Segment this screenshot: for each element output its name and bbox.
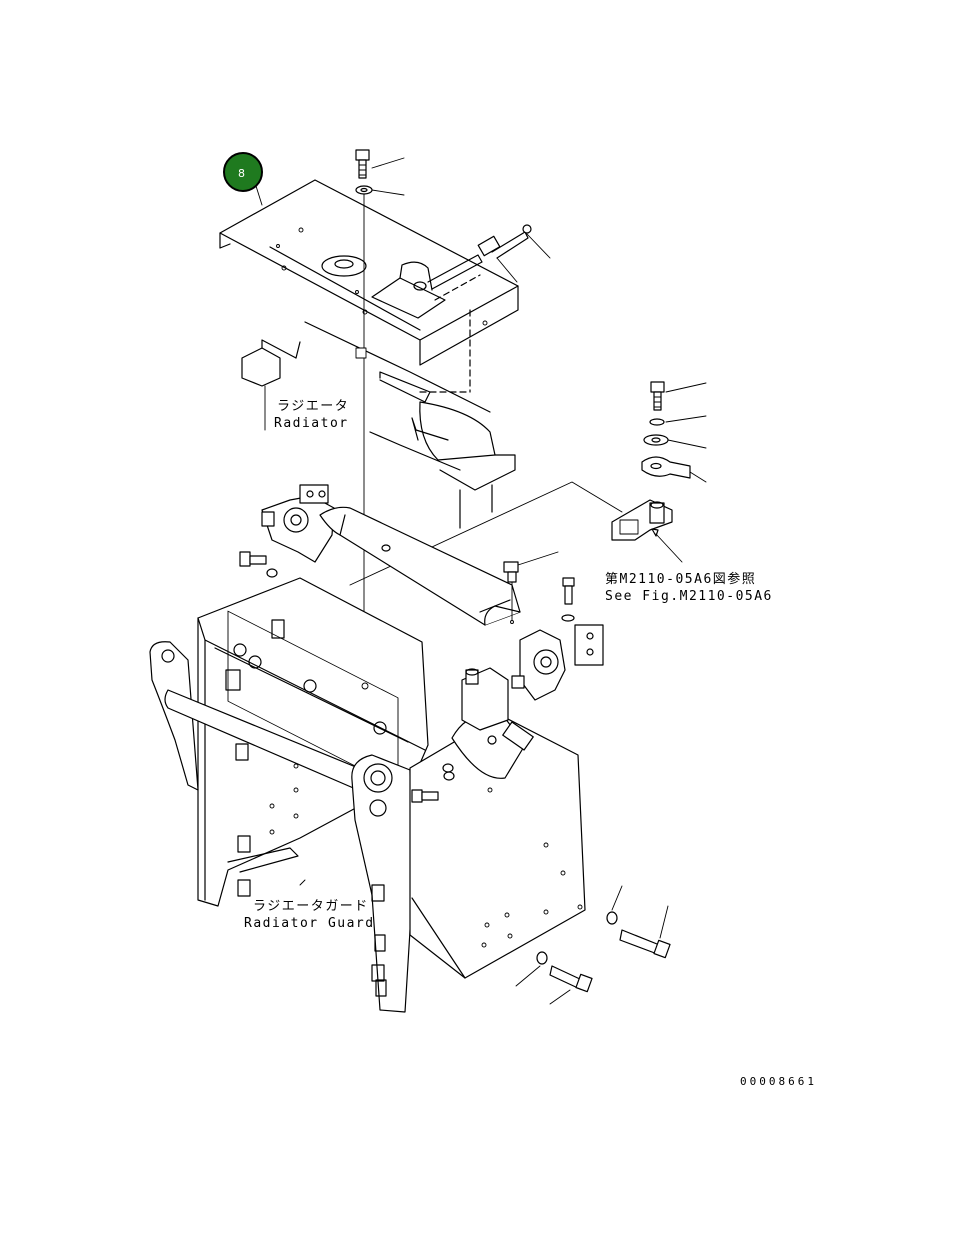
badge-leader-line <box>255 185 263 206</box>
guard-label-jp: ラジエータガード <box>253 899 369 914</box>
guard-label-leader <box>299 879 306 886</box>
radiator-support-beam <box>261 484 604 701</box>
guard-label-en: Radiator Guard <box>244 916 375 931</box>
badge-number: 8 <box>238 167 245 180</box>
bracket-hardware-stack <box>641 381 707 483</box>
pin-bolt <box>427 224 551 301</box>
guard-bolt-upper <box>411 763 455 803</box>
support-bolt-left <box>239 551 278 578</box>
radiator-guard <box>149 577 586 1013</box>
see-figure-label-jp: 第M2110-05A6図参照 <box>605 571 756 587</box>
item-number-badge[interactable]: 8 <box>223 152 263 192</box>
support-bolt-right <box>561 577 575 622</box>
guard-bolt-lower-center <box>515 951 593 1005</box>
radiator-label-en: Radiator <box>274 416 349 431</box>
document-number: 00008661 <box>740 1075 817 1088</box>
top-cover-plate <box>219 179 519 393</box>
sensor-fitting <box>503 551 559 621</box>
radiator-label-jp: ラジエータ <box>277 399 349 414</box>
see-figure-label-en: See Fig.M2110-05A6 <box>605 589 773 604</box>
guard-bolt-lower-right <box>606 885 671 959</box>
reference-bracket <box>611 499 683 563</box>
radiator <box>241 321 516 529</box>
top-bolt <box>355 149 405 196</box>
